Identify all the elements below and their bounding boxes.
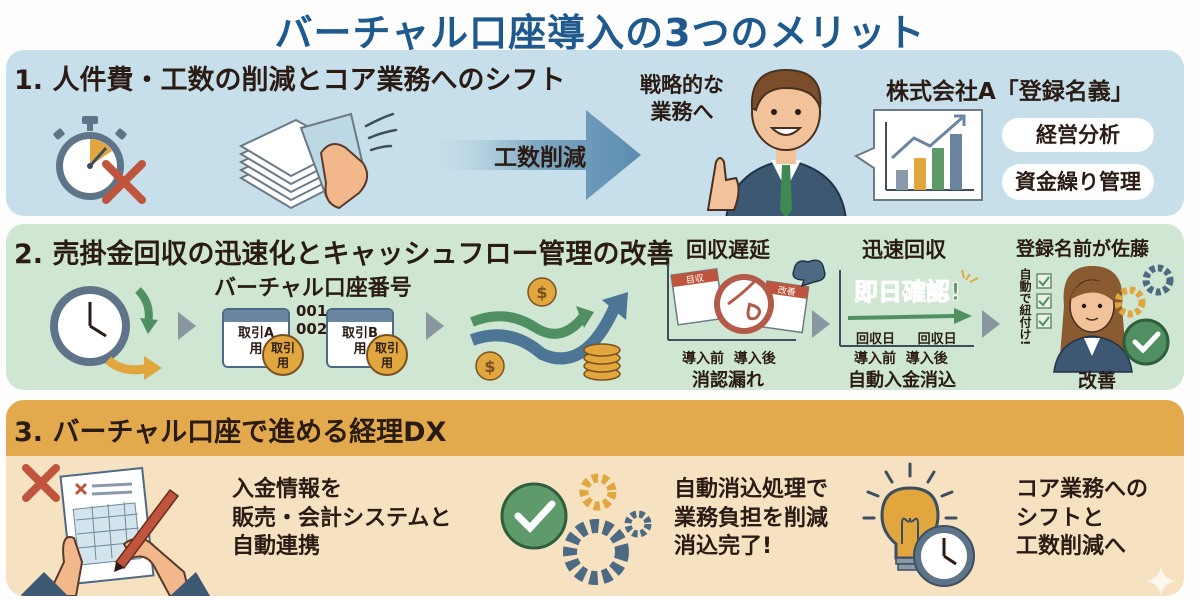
- step-arrow-icon: [178, 312, 196, 340]
- delay-before-label: 導入前: [682, 351, 724, 367]
- stopwatch-icon: [53, 116, 127, 200]
- section-3-item-2-text: 自動消込処理で 業務負担を削減 消込完了!: [674, 476, 828, 562]
- card-a-badge: 取引 用: [262, 334, 304, 376]
- card-b-badge-line-2: 用: [380, 356, 393, 370]
- checklist-icon: [1036, 273, 1052, 329]
- section-1-panel: 1. 人件費・工数の削減とコア業務へのシフト: [6, 50, 1184, 216]
- delay-caption: 消認漏れ: [692, 370, 764, 390]
- section-3-item-1-text: 入金情報を 販売・会計システムと 自動連携: [232, 476, 451, 562]
- card-b-label-sub: 用: [353, 342, 367, 357]
- section-2-title: 2. 売掛金回収の迅速化とキャッシュフロー管理の改善: [14, 239, 674, 270]
- calendar-right-label: 改善: [777, 284, 797, 298]
- fast-day-labels: 回収日 回収日: [856, 328, 957, 347]
- card-a-badge-line-2: 用: [276, 356, 289, 370]
- fast-after-label: 導入後: [905, 351, 948, 367]
- section-1-title: 1. 人件費・工数の削減とコア業務へのシフト: [14, 65, 566, 96]
- fast-title: 迅速回収: [862, 238, 946, 262]
- item-1-line-2: 販売・会計システムと: [232, 505, 452, 531]
- section-3-header-bar: [6, 400, 1184, 456]
- delay-title: 回収遅延: [686, 238, 770, 262]
- section-3-item-3-text: コア業務への シフトと 工数削減へ: [1016, 476, 1148, 562]
- section-3-title: 3. バーチャル口座で進める経理DX: [14, 417, 447, 448]
- same-day-banner: 即日確認!: [854, 278, 962, 307]
- account-numbers: 001 002: [296, 302, 327, 338]
- page-title: バーチャル口座導入の3つのメリット: [274, 11, 926, 55]
- item-3-line-2: シフトと: [1016, 505, 1105, 531]
- clock-arrows-icon: [50, 286, 162, 380]
- company-label: 株式会社A「登録名義」: [886, 79, 1134, 105]
- businessman-icon: [706, 68, 847, 216]
- pill-cash-flow-management: 資金繰り管理: [1002, 164, 1154, 200]
- person-title: 登録名前が佐藤: [1016, 238, 1150, 260]
- svg-text:$: $: [536, 283, 547, 302]
- card-a-label: 取引A: [237, 326, 275, 341]
- item-2-line-3: 消込完了!: [674, 534, 773, 560]
- fast-before-label: 導入前: [854, 351, 896, 367]
- woman-with-check-icon: [1053, 264, 1174, 373]
- sparkle-icon: [1146, 566, 1176, 596]
- delay-after-label: 導入後: [733, 351, 776, 367]
- fast-before-after: 導入前 導入後: [854, 348, 948, 368]
- calendar-left-label: 目収: [685, 272, 705, 286]
- card-a-badge-line-1: 取引: [270, 341, 295, 355]
- step-arrow-icon: [982, 310, 1000, 338]
- paper-stack-icon: [238, 112, 398, 210]
- strategy-label-line-2: 業務へ: [650, 100, 714, 125]
- fast-day-right: 回収日: [917, 332, 957, 347]
- reduction-arrow-icon: [426, 110, 641, 200]
- card-a-label-sub: 用: [249, 342, 263, 357]
- bar-chart-icon: [853, 109, 983, 201]
- section-3-panel: 3. バーチャル口座で進める経理DX 入金情報を 販売・会計システムと 自動連携: [6, 400, 1184, 596]
- person-caption: 改善: [1078, 370, 1117, 390]
- pill-management-analysis: 経営分析: [1002, 118, 1154, 152]
- item-2-line-2: 業務負担を削減: [674, 505, 829, 531]
- strategy-label-line-1: 戦略的な: [640, 73, 724, 97]
- svg-text:$: $: [484, 357, 495, 376]
- delayed-calendar-clock-icon: 目収 改善: [667, 259, 826, 341]
- check-gears-icon: [500, 473, 652, 585]
- virtual-account-label: バーチャル口座番号: [214, 276, 412, 301]
- lightbulb-clock-icon: [862, 462, 975, 587]
- cross-icon: [102, 160, 146, 204]
- account-number-002: 002: [296, 320, 328, 338]
- document-edit-icon: [20, 464, 210, 596]
- auto-link-vertical-text: 自動で紐付け!: [1018, 268, 1032, 346]
- step-arrow-icon: [426, 312, 444, 340]
- item-1-line-1: 入金情報を: [232, 477, 343, 502]
- card-b-badge: 取引 用: [366, 334, 408, 376]
- item-3-line-3: 工数削減へ: [1016, 534, 1127, 560]
- strategy-label: 戦略的な 業務へ: [640, 72, 724, 127]
- section-2-panel: 2. 売掛金回収の迅速化とキャッシュフロー管理の改善 バーチャル口座番号 001…: [6, 224, 1184, 390]
- cash-flow-icon: $ $: [469, 277, 628, 381]
- item-2-line-1: 自動消込処理で: [674, 477, 829, 502]
- card-b-label: 取引B: [342, 326, 378, 341]
- reduction-arrow-label: 工数削減: [494, 145, 586, 171]
- fast-confirm-chart-icon: [839, 269, 979, 347]
- delay-before-after: 導入前 導入後: [682, 348, 776, 368]
- card-b-badge-line-1: 取引: [374, 341, 399, 355]
- account-number-001: 001: [296, 302, 328, 320]
- item-1-line-3: 自動連携: [232, 534, 321, 560]
- step-arrow-icon: [812, 310, 830, 338]
- fast-day-left: 回収日: [856, 332, 896, 347]
- fast-caption: 自動入金消込: [848, 370, 956, 390]
- item-3-line-1: コア業務への: [1016, 477, 1149, 502]
